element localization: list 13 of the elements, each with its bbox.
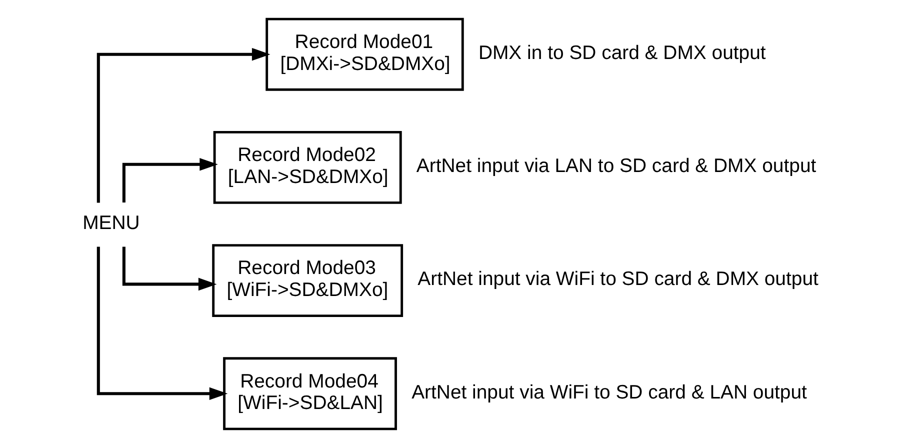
arrow bbox=[122, 246, 217, 291]
node-box: Record Mode01 [DMXi->SD&DMXo] bbox=[266, 18, 464, 91]
node-text: MENU bbox=[82, 212, 140, 234]
arrow bbox=[96, 48, 270, 203]
node-box: Record Mode03 [WiFi->SD&DMXo] bbox=[212, 244, 404, 318]
node-label: ArtNet input via LAN to SD card & DMX output bbox=[416, 155, 816, 178]
arrow bbox=[96, 246, 228, 400]
node-box: Record Mode04 [WiFi->SD&LAN] bbox=[223, 357, 397, 430]
node-box: Record Mode02 [LAN->SD&DMXo] bbox=[213, 130, 402, 204]
node-label: ArtNet input via WiFi to SD card & DMX output bbox=[418, 268, 818, 290]
node-label: ArtNet input via WiFi to SD card & LAN output bbox=[412, 381, 807, 404]
arrow bbox=[122, 158, 218, 203]
node-label: DMX in to SD card & DMX output bbox=[478, 42, 766, 64]
